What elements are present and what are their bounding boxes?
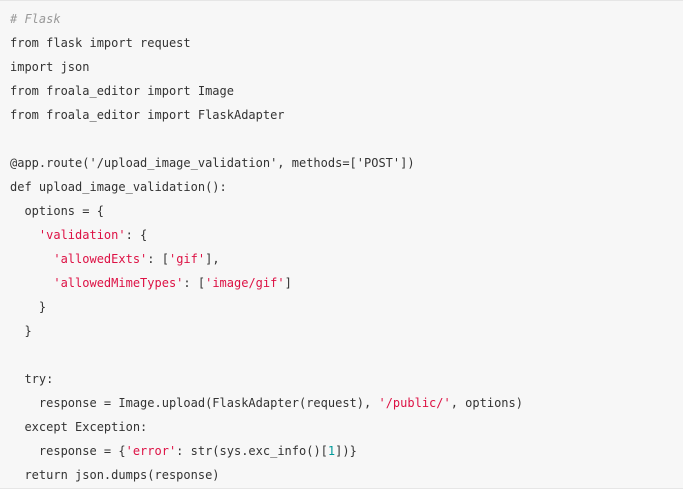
code-text: ]: [284, 276, 292, 290]
code-number: 1: [327, 444, 336, 458]
code-text: from froala_editor import Image: [10, 84, 234, 98]
code-text: return json.dumps(response): [10, 468, 220, 482]
code-text: except Exception:: [10, 420, 148, 434]
code-text: response = {: [10, 444, 126, 458]
code-line: }: [10, 319, 523, 343]
code-text: ])}: [335, 444, 357, 458]
code-text: from froala_editor import FlaskAdapter: [10, 108, 285, 122]
code-text: : [: [183, 276, 206, 290]
code-text: : {: [125, 228, 148, 242]
code-line: from flask import request: [10, 31, 523, 55]
code-string: 'allowedMimeTypes': [53, 276, 184, 290]
code-line: options = {: [10, 199, 523, 223]
code-line: from froala_editor import FlaskAdapter: [10, 103, 523, 127]
code-string: 'image/gif': [205, 276, 285, 290]
code-text: import json: [10, 60, 90, 74]
code-line: }: [10, 295, 523, 319]
code-line: response = {'error': str(sys.exc_info()[…: [10, 439, 523, 463]
code-text: : [: [147, 252, 169, 266]
code-text: : str(sys.exc_info()[: [176, 444, 328, 458]
code-text: }: [10, 300, 47, 314]
blank-line: [10, 127, 523, 151]
code-text: from flask import request: [10, 36, 191, 50]
code-line: response = Image.upload(FlaskAdapter(req…: [10, 391, 523, 415]
code-string: 'gif': [168, 252, 206, 266]
code-string: 'allowedExts': [53, 252, 148, 266]
code-listing: # Flask from flask import request import j…: [10, 7, 523, 487]
code-line: except Exception:: [10, 415, 523, 439]
code-string: 'error': [125, 444, 177, 458]
code-line: from froala_editor import Image: [10, 79, 523, 103]
code-text: , options): [450, 396, 523, 410]
code-comment: # Flask: [10, 12, 61, 26]
blank-line: [10, 343, 523, 367]
code-text: ],: [205, 252, 220, 266]
code-text: try:: [10, 372, 54, 386]
code-text: [10, 228, 39, 242]
code-line: try:: [10, 367, 523, 391]
code-string: '/public/': [378, 396, 451, 410]
code-text: options = {: [10, 204, 104, 218]
code-line: def upload_image_validation():: [10, 175, 523, 199]
code-text: [10, 276, 53, 290]
code-text: @app.route('/upload_image_validation', m…: [10, 156, 415, 170]
code-text: }: [10, 324, 32, 338]
code-line: 'allowedMimeTypes': ['image/gif']: [10, 271, 523, 295]
code-text: response = Image.upload(FlaskAdapter(req…: [10, 396, 379, 410]
code-line: 'validation': {: [10, 223, 523, 247]
code-line: return json.dumps(response): [10, 463, 523, 487]
code-text: [10, 252, 53, 266]
code-string: 'validation': [38, 228, 126, 242]
code-line: # Flask: [10, 7, 523, 31]
code-line: @app.route('/upload_image_validation', m…: [10, 151, 523, 175]
code-text: def upload_image_validation():: [10, 180, 227, 194]
code-line: 'allowedExts': ['gif'],: [10, 247, 523, 271]
code-line: import json: [10, 55, 523, 79]
